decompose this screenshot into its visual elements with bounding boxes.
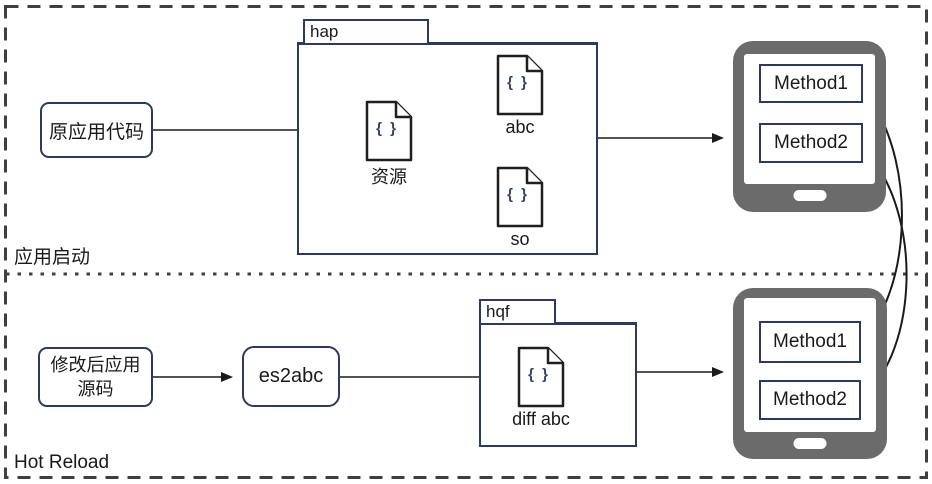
braces-glyph: { } [528, 366, 550, 383]
home-button-icon [793, 190, 826, 201]
braces-glyph: { } [507, 186, 529, 203]
method1-box-bottom: Method1 [759, 321, 861, 363]
modified-source-line1: 修改后应用 [50, 355, 141, 375]
section-label-hot-reload: Hot Reload [14, 452, 110, 473]
tablet-device-top: Method1 Method2 [733, 41, 886, 212]
so-file-node: { } so [496, 166, 544, 249]
original-app-code-label: 原应用代码 [48, 121, 144, 143]
method2-box-top: Method2 [759, 123, 863, 163]
es2abc-box: es2abc [242, 346, 340, 407]
tablet-device-bottom: Method1 Method2 [733, 288, 887, 459]
modified-source-box: 修改后应用 源码 [38, 347, 153, 407]
hap-folder-tab: hap [303, 19, 429, 43]
braces-glyph: { } [376, 120, 398, 137]
es2abc-label: es2abc [258, 365, 324, 387]
diff-abc-file-node: { } diff abc [512, 346, 570, 429]
method1-box-top: Method1 [759, 64, 863, 103]
braces-glyph: { } [507, 74, 529, 91]
home-button-icon [793, 438, 827, 449]
original-app-code-box: 原应用代码 [40, 102, 153, 158]
resource-file-label: 资源 [371, 167, 407, 187]
diff-abc-file-label: diff abc [512, 409, 570, 429]
hqf-folder-tab: hqf [479, 299, 556, 323]
section-label-app-launch: 应用启动 [14, 247, 91, 268]
so-file-label: so [510, 229, 530, 249]
method2-box-bottom: Method2 [759, 380, 861, 420]
abc-file-node: { } abc [496, 54, 544, 137]
abc-file-label: abc [505, 117, 535, 137]
resource-file-node: { } 资源 [365, 100, 413, 187]
modified-source-line2: 源码 [77, 379, 114, 399]
hap-folder-body [297, 42, 598, 255]
